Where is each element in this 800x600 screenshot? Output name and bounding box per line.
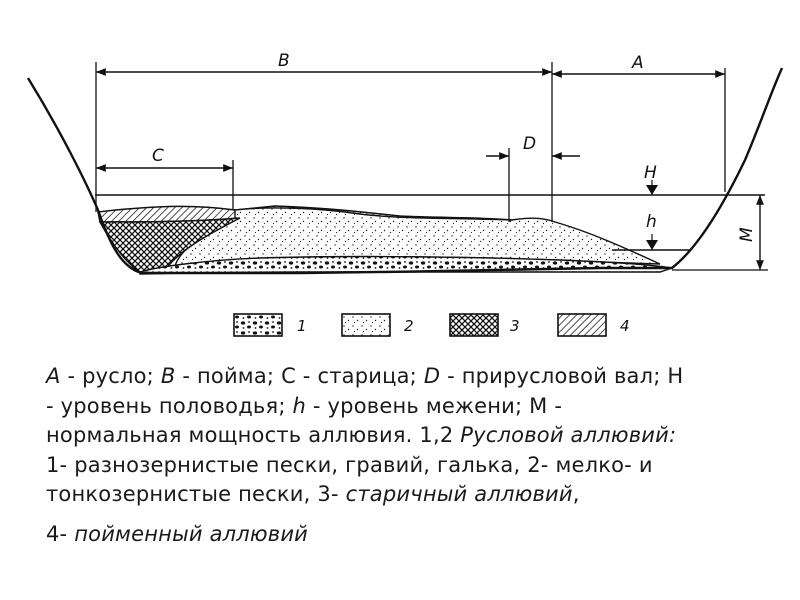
river-valley-cross-section: B A C D H h M 1 2 3 4 xyxy=(26,51,784,337)
caption-h-text: - уровень межени; М - нормальная мощност… xyxy=(46,393,563,448)
caption-paragraph: A - русло; B - пойма; С - старица; D - п… xyxy=(46,362,686,510)
label-H: H xyxy=(644,163,657,183)
caption-channel-alluvium: Русловой аллювий: xyxy=(460,423,677,447)
oxbow-alluvium-layer xyxy=(98,217,241,273)
caption-letter-h: h xyxy=(292,393,307,418)
legend-label-1: 1 xyxy=(297,317,307,335)
caption-a-text: - русло; xyxy=(60,364,161,388)
label-h: h xyxy=(646,212,657,232)
legend-swatch-diagonal-hatch xyxy=(557,313,607,337)
label-B: B xyxy=(278,51,290,71)
label-C: C xyxy=(152,146,164,166)
caption-oxbow-alluvium: старичный аллювий xyxy=(345,482,573,506)
legend-item-3: 3 xyxy=(449,313,520,337)
caption-list-text: 1- разнозернистые пески, гравий, галька,… xyxy=(46,452,653,507)
caption-text: A - русло; B - пойма; С - старица; D - п… xyxy=(46,362,686,549)
caption-letter-D: D xyxy=(423,364,441,388)
legend-label-4: 4 xyxy=(620,317,630,335)
label-A: A xyxy=(631,53,644,73)
low-water-triangle xyxy=(646,240,658,250)
valley-profile-line xyxy=(26,67,784,275)
caption-d-text: - прирусловой вал; Н - уровень половодья… xyxy=(46,364,684,418)
label-M: M xyxy=(737,227,757,242)
legend-item-1: 1 xyxy=(233,313,307,337)
label-D: D xyxy=(523,134,536,154)
caption-letter-B: B xyxy=(160,364,176,388)
legend-item-2: 2 xyxy=(341,313,414,337)
legend-swatch-crosshatch xyxy=(449,313,499,337)
caption-item4-num: 4- xyxy=(46,521,75,546)
legend-swatch-gravel xyxy=(233,313,283,337)
caption-comma: , xyxy=(572,482,580,506)
legend: 1 2 3 4 xyxy=(233,313,630,337)
legend-label-3: 3 xyxy=(510,317,520,335)
legend-swatch-fine-sand xyxy=(341,313,391,337)
legend-item-4: 4 xyxy=(557,313,630,337)
caption-floodplain-alluvium: пойменный аллювий xyxy=(74,521,309,546)
caption-b-text: - пойма; С - старица; xyxy=(175,364,424,388)
caption-letter-A: A xyxy=(46,364,61,388)
legend-label-2: 2 xyxy=(404,317,414,335)
sediment-layers xyxy=(97,205,673,275)
caption-item-4: 4- пойменный аллювий xyxy=(46,520,686,550)
flood-level-triangle xyxy=(646,185,658,195)
